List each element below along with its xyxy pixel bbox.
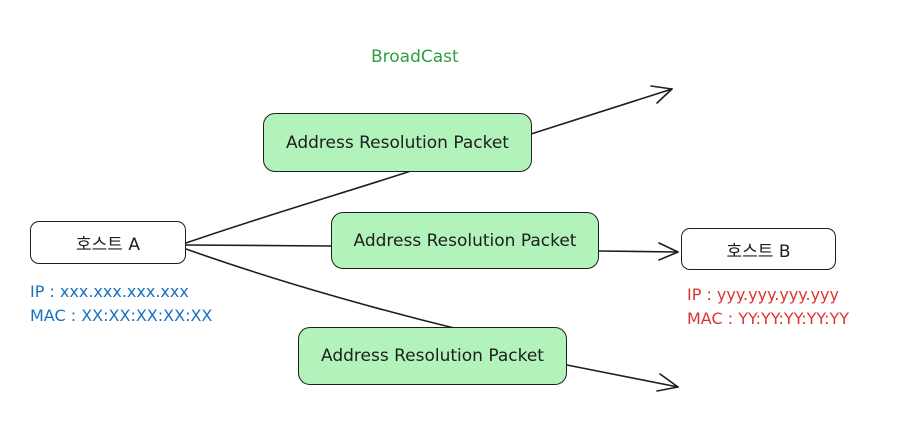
packet-label: Address Resolution Packet [286,132,509,153]
arrow-middle-segment-a [185,244,332,247]
arrow-lower-head [656,373,679,392]
host-a-label: 호스트 A [76,235,140,255]
host-a-ip: IP : xxx.xxx.xxx.xxx [30,282,189,301]
arrow-lower-segment-b [566,364,679,388]
arrow-upper-segment-a [185,167,421,244]
packet-box-upper: Address Resolution Packet [263,113,532,172]
packet-box-lower: Address Resolution Packet [298,327,567,385]
host-b-mac: MAC : YY:YY:YY:YY:YY [687,309,849,328]
packet-box-middle: Address Resolution Packet [331,212,599,269]
host-a-mac: MAC : XX:XX:XX:XX:XX [30,306,213,325]
arrow-lower-segment-a [185,248,463,331]
broadcast-title: BroadCast [371,47,459,67]
arrow-middle-segment-b [598,250,679,253]
host-b-label: 호스트 B [726,241,791,262]
arrow-middle-head [658,242,679,261]
packet-label: Address Resolution Packet [353,230,577,251]
arrow-upper-segment-b [530,88,673,135]
host-b-box: 호스트 B [681,228,836,270]
arrow-upper-head [650,85,673,104]
host-a-address: IP : xxx.xxx.xxx.xxx MAC : XX:XX:XX:XX:X… [30,280,212,328]
host-b-address: IP : yyy.yyy.yyy.yyy MAC : YY:YY:YY:YY:Y… [687,283,849,331]
host-b-ip: IP : yyy.yyy.yyy.yyy [687,285,839,304]
packet-label: Address Resolution Packet [321,346,544,366]
host-a-box: 호스트 A [30,221,186,264]
